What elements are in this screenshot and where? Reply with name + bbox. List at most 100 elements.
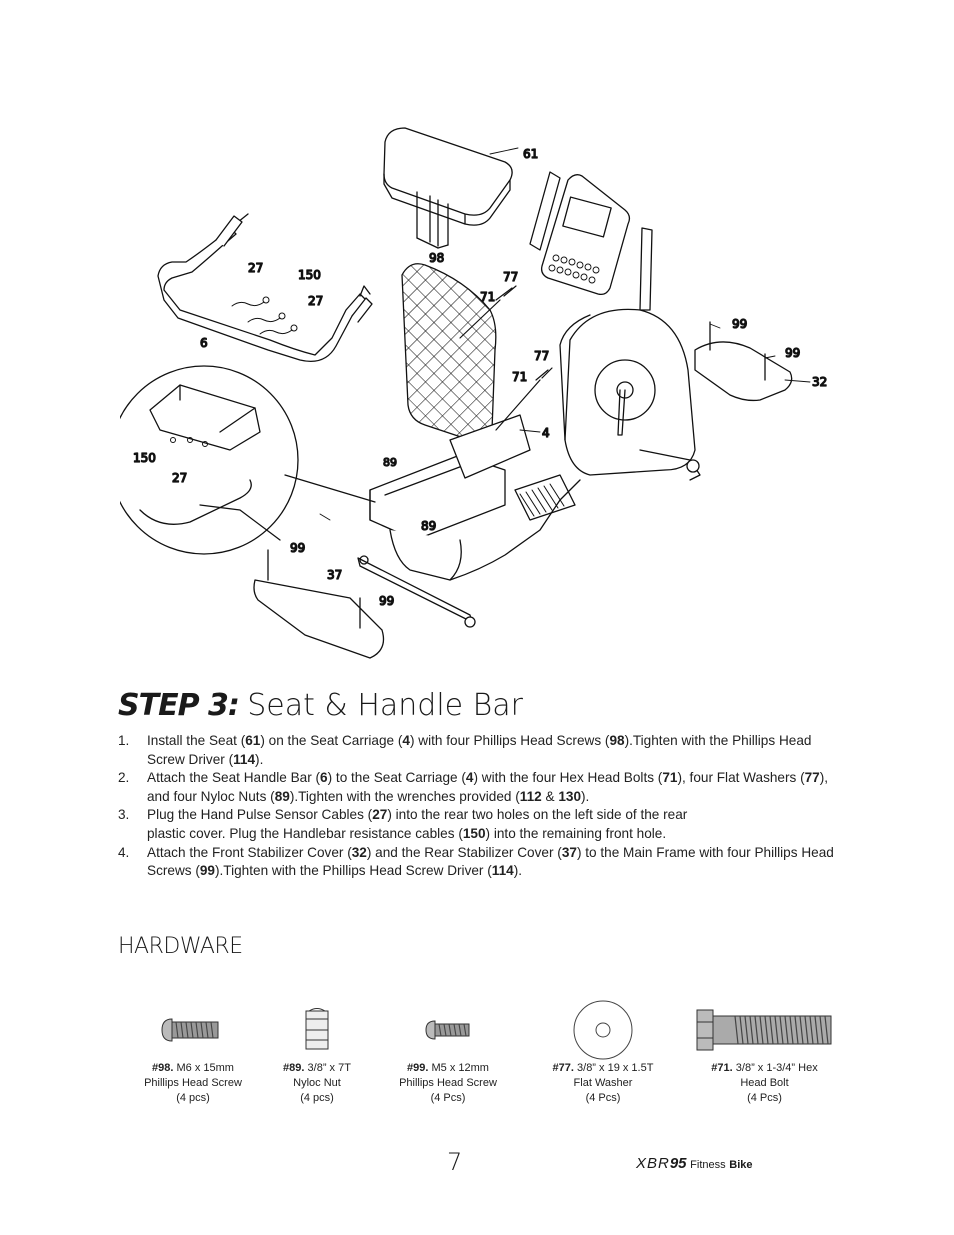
instruction-text: & bbox=[541, 788, 559, 804]
hw-71-qty: (4 Pcs) bbox=[747, 1092, 782, 1104]
part-number: 37 bbox=[561, 844, 577, 860]
part-number: 114 bbox=[491, 863, 514, 879]
product-word-bold: Bike bbox=[729, 1159, 753, 1171]
hw-77-id: #77. bbox=[552, 1062, 574, 1074]
sensor-cables bbox=[231, 296, 298, 335]
front-stabilizer-cover bbox=[694, 321, 793, 402]
hex-bolt-icon bbox=[696, 1009, 831, 1051]
callout-rear-cover: 37 bbox=[327, 568, 342, 582]
instruction-text: Plug the Hand Pulse Sensor Cables ( bbox=[147, 807, 373, 823]
instruction-number: 3. bbox=[118, 807, 130, 823]
part-number: 71 bbox=[662, 770, 678, 786]
footer-brand: XBR95 Fitness Bike bbox=[636, 1155, 753, 1172]
instruction-text: ) and the Rear Stabilizer Cover ( bbox=[366, 844, 562, 860]
instruction-text: ). bbox=[581, 788, 590, 804]
instruction-text: plastic cover. Plug the Handlebar resist… bbox=[147, 825, 463, 841]
part-number: 4 bbox=[465, 770, 474, 786]
callout-handlebar: 6 bbox=[200, 336, 208, 350]
hw-89-qty: (4 pcs) bbox=[300, 1092, 334, 1104]
part-number: 130 bbox=[558, 788, 582, 804]
instruction-text: ) with the four Hex Head Bolts ( bbox=[473, 770, 663, 786]
callout-inset-150: 150 bbox=[133, 451, 156, 465]
seat-handlebar bbox=[157, 213, 373, 363]
part-number: 61 bbox=[245, 733, 261, 748]
instruction-text: ).Tighten with the Phillips Head Screw D… bbox=[147, 733, 812, 767]
instruction-item: 2.Attach the Seat Handle Bar (6) to the … bbox=[118, 769, 840, 806]
instruction-item: 1. Install the Seat (61) on the Seat Carr… bbox=[118, 732, 840, 769]
console-upright bbox=[514, 171, 701, 521]
instruction-text: ), four Flat Washers ( bbox=[677, 770, 805, 786]
callout-front-cover-screw-upper: 99 bbox=[732, 317, 747, 331]
instruction-item: 3. Plug the Hand Pulse Sensor Cables (27)… bbox=[118, 806, 840, 843]
hardware-item-89: #89. 3/8” x 7T Nyloc Nut (4 pcs) bbox=[247, 1005, 387, 1106]
hw-98-spec: M6 x 15mm bbox=[176, 1062, 234, 1074]
step-label: STEP 3: bbox=[118, 688, 240, 723]
instruction-list: 1. Install the Seat (61) on the Seat Carr… bbox=[118, 732, 840, 881]
callout-bolt-upper: 71 bbox=[480, 290, 495, 304]
callout-front-cover: 32 bbox=[812, 375, 827, 389]
part-number: 89 bbox=[274, 788, 290, 804]
callout-seat-screws: 98 bbox=[429, 251, 444, 265]
hardware-heading: HARDWARE bbox=[118, 934, 243, 959]
hardware-item-98: #98. M6 x 15mm Phillips Head Screw (4 pc… bbox=[123, 1005, 263, 1106]
phillips-screw-small-icon bbox=[425, 1020, 470, 1040]
instruction-number: 4. bbox=[118, 844, 130, 860]
callout-washer-upper: 77 bbox=[503, 270, 518, 284]
callout-inset-27: 27 bbox=[172, 471, 187, 485]
instruction-text: ) on the Seat Carriage ( bbox=[260, 733, 403, 748]
hardware-item-71: #71. 3/8” x 1-3/4” Hex Head Bolt (4 Pcs) bbox=[692, 1005, 837, 1106]
hw-77-qty: (4 Pcs) bbox=[585, 1092, 621, 1104]
part-number: 6 bbox=[320, 770, 328, 786]
callout-front-cover-screw-lower: 99 bbox=[785, 346, 800, 360]
hw-99-qty: (4 Pcs) bbox=[430, 1092, 466, 1104]
instruction-number: 1. bbox=[118, 733, 130, 748]
part-number: 98 bbox=[609, 733, 625, 748]
instruction-text: Attach the Seat Handle Bar ( bbox=[147, 770, 321, 786]
flat-washer-icon bbox=[573, 1000, 633, 1060]
callout-bolt-lower: 71 bbox=[512, 370, 527, 384]
callout-resistance-cable: 150 bbox=[298, 268, 321, 282]
hw-71-id: #71. bbox=[711, 1062, 733, 1074]
instruction-text: ) with four Phillips Head Screws ( bbox=[409, 733, 610, 748]
phillips-screw-icon bbox=[161, 1018, 219, 1042]
nyloc-nut-icon bbox=[305, 1008, 329, 1050]
hw-89-id: #89. bbox=[283, 1062, 305, 1074]
instruction-text: Install the Seat ( bbox=[147, 733, 246, 748]
hw-99-name: Phillips Head Screw bbox=[399, 1077, 497, 1089]
instruction-text: ) into the rear two holes on the left si… bbox=[387, 807, 688, 823]
part-number: 112 bbox=[519, 788, 542, 804]
part-number: 32 bbox=[351, 844, 367, 860]
callout-rear-cover-screw-upper: 99 bbox=[290, 541, 305, 555]
part-number: 27 bbox=[372, 807, 388, 823]
assembly-diagram: 61 98 6 27 150 27 77 71 77 71 4 99 99 32… bbox=[120, 127, 828, 659]
instruction-text: ). bbox=[255, 751, 264, 767]
seat-cushion bbox=[383, 127, 513, 226]
callout-nut-left: 89 bbox=[383, 456, 397, 469]
handlebar-bolts bbox=[459, 285, 553, 431]
inset-detail bbox=[120, 365, 376, 555]
hw-77-spec: 3/8” x 19 x 1.5T bbox=[577, 1062, 654, 1074]
instruction-text: ). bbox=[513, 863, 523, 879]
hw-71-name: Head Bolt bbox=[740, 1077, 789, 1089]
instruction-text: ) to the Seat Carriage ( bbox=[327, 770, 466, 786]
page-number: 7 bbox=[447, 1148, 463, 1176]
callout-washer-lower: 77 bbox=[534, 349, 549, 363]
seat-carriage bbox=[369, 414, 581, 581]
instruction-text: Attach the Front Stabilizer Cover ( bbox=[147, 844, 352, 860]
seat-screws bbox=[416, 191, 449, 249]
part-number: 77 bbox=[804, 770, 820, 786]
step-heading: STEP 3: Seat & Handle Bar bbox=[118, 688, 523, 723]
callout-seat: 61 bbox=[523, 147, 538, 161]
hw-98-id: #98. bbox=[152, 1062, 174, 1074]
part-number: 114 bbox=[233, 751, 256, 767]
instruction-text: ).Tighten with the wrenches provided ( bbox=[289, 788, 520, 804]
rear-stabilizer bbox=[357, 555, 476, 628]
product-word: Fitness bbox=[690, 1159, 726, 1171]
hw-71-spec: 3/8” x 1-3/4” Hex bbox=[735, 1062, 818, 1074]
instruction-text: ), and four Nyloc Nuts ( bbox=[147, 770, 829, 804]
hardware-item-99: #99. M5 x 12mm Phillips Head Screw (4 Pc… bbox=[378, 1005, 518, 1106]
hw-99-spec: M5 x 12mm bbox=[431, 1062, 489, 1074]
hw-99-id: #99. bbox=[407, 1062, 429, 1074]
part-number: 4 bbox=[402, 733, 410, 748]
step-title: Seat & Handle Bar bbox=[247, 688, 524, 723]
